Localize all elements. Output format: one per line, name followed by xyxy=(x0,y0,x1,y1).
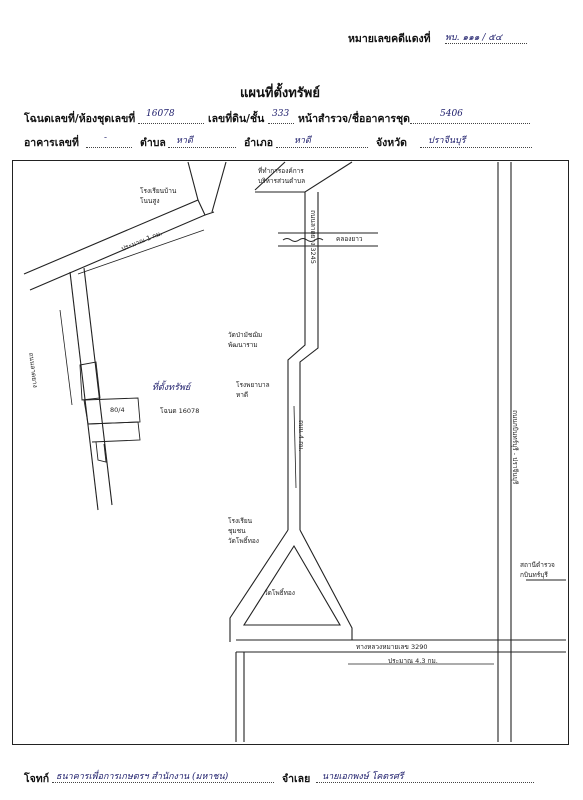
page-title: แผนที่ตั้งทรัพย์ xyxy=(240,86,320,101)
survey-value: 5406 xyxy=(440,109,463,119)
office-label: ที่ทำการองค์การ บริหารส่วนตำบล xyxy=(258,167,306,185)
map-frame xyxy=(12,160,569,745)
deed-map-label: โฉนด 16078 xyxy=(160,407,200,415)
building-label: อาคารเลขที่ xyxy=(24,137,79,149)
highway-bottom-label: ทางหลวงหมายเลข 3290 xyxy=(356,643,428,651)
plaintiff-value: ธนาคารเพื่อการเกษตรฯ สำนักงาน (มหาชน) xyxy=(56,772,229,782)
road-mid-label: ถนน 4 กม. xyxy=(297,420,305,452)
subdistrict-value: หาดี xyxy=(176,136,193,146)
temple-top-label: วัดป่ามัชฌิม พัฒนาราม xyxy=(228,331,263,349)
building-line xyxy=(86,147,132,148)
road-mid-top-label: ถนนลาดยาง 3245 xyxy=(309,210,317,264)
land-line xyxy=(268,123,294,124)
subdistrict-line xyxy=(168,147,236,148)
asset-label: ที่ตั้งทรัพย์ xyxy=(152,383,191,393)
case-ref-label: หมายเลขคดีแดงที่ xyxy=(348,33,431,45)
police-label: สถานีตำรวจ กบินทร์บุรี xyxy=(520,561,555,579)
survey-label: หน้าสำรวจ/ชื่ออาคารชุด xyxy=(298,113,410,125)
deed-line xyxy=(138,123,204,124)
defendant-label: จำเลย xyxy=(282,773,311,785)
school2-label: โรงเรียน ชุมชน วัดโพธิ์ทอง xyxy=(228,517,259,545)
deed-value: 16078 xyxy=(146,109,175,119)
district-value: หาดี xyxy=(294,136,311,146)
province-label: จังหวัด xyxy=(376,137,407,149)
land-label: เลขที่ดิน/ชั้น xyxy=(208,113,265,125)
subdistrict-label: ตำบล xyxy=(140,137,166,149)
district-line xyxy=(276,147,368,148)
highway-right-label: ถนนกบินทร์บุรี - ปราจีนบุรี xyxy=(511,410,519,485)
building-value: - xyxy=(104,133,108,143)
temple-tri-label: วัดโพธิ์ทอง xyxy=(264,589,295,597)
case-ref-value: พบ. ๑๑๑ / ๕๔ xyxy=(445,33,502,43)
school-label: โรงเรียนบ้าน โนนสูง xyxy=(140,187,177,205)
plaintiff-label: โจทก์ xyxy=(24,773,50,785)
defendant-value: นายเอกพงษ์ โคตรศรี xyxy=(322,772,404,782)
province-value: ปราจีนบุรี xyxy=(428,136,466,146)
case-ref-line xyxy=(445,43,527,44)
plaintiff-line xyxy=(52,782,274,783)
defendant-line xyxy=(316,782,534,783)
land-value: 333 xyxy=(272,109,290,119)
survey-line xyxy=(410,123,530,124)
district-label: อำเภอ xyxy=(244,137,274,149)
house-no: 80/4 xyxy=(110,406,125,414)
distance-43km-label: ประมาณ 4.3 กม. xyxy=(388,657,438,665)
canal-label: คลองยาว xyxy=(336,235,363,243)
deed-label: โฉนดเลขที่/ห้องชุดเลขที่ xyxy=(24,113,136,125)
province-line xyxy=(420,147,532,148)
hospital-label: โรงพยาบาล หาดี xyxy=(236,381,270,399)
